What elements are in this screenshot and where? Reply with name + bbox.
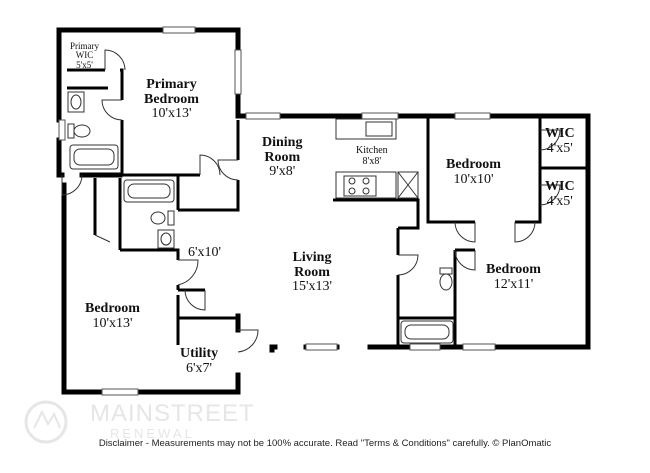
room-label-wic-2: WIC 4'x5' <box>545 179 575 209</box>
exterior-wall <box>61 182 241 395</box>
bathtub <box>73 148 115 166</box>
window <box>162 26 196 34</box>
exterior-wall <box>56 27 241 53</box>
watermark-name: MAINSTREET <box>90 400 255 427</box>
interior-wall <box>333 198 420 230</box>
room-label-bedroom-ne: Bedroom 10'x10' <box>446 157 501 187</box>
door-swing <box>199 154 221 176</box>
door-swing <box>539 129 561 151</box>
toilet-tank <box>167 210 175 226</box>
window <box>361 112 399 120</box>
room-label-wic-1: WIC 4'x5' <box>545 126 575 156</box>
toilet-tank <box>67 123 75 139</box>
toilet-bowl <box>73 124 91 138</box>
exterior-wall <box>235 91 591 253</box>
interior-wall <box>67 68 124 175</box>
counter <box>335 118 397 140</box>
room-label-bedroom-w: Bedroom 10'x13' <box>85 301 140 331</box>
interior-wall <box>515 116 588 224</box>
door-swing <box>177 259 199 286</box>
door-swing <box>217 159 239 181</box>
door-swing <box>454 221 476 243</box>
window <box>101 388 139 396</box>
window <box>234 49 242 95</box>
room-label-bedroom-se: Bedroom 12'x11' <box>486 262 541 292</box>
window <box>454 112 491 120</box>
door-swing <box>104 49 126 71</box>
bathtub <box>400 320 454 344</box>
room-label-hall: 6'x10' <box>188 245 222 260</box>
door-swing <box>237 329 259 353</box>
kitchen-sink <box>365 121 393 137</box>
sink-basin <box>160 232 172 246</box>
door-swing <box>397 254 419 276</box>
bathtub <box>123 179 175 203</box>
door-swing <box>539 184 561 206</box>
toilet-bowl <box>150 211 166 225</box>
exterior-wall <box>269 247 591 353</box>
interior-wall <box>122 173 200 210</box>
window <box>245 112 281 120</box>
refrigerator <box>397 171 419 199</box>
bathtub <box>69 144 119 170</box>
watermark-sub: RENEWAL <box>110 426 195 441</box>
sink <box>157 229 175 249</box>
interior-wall <box>453 248 475 347</box>
window <box>462 343 496 351</box>
toilet-tank <box>439 267 453 275</box>
bathtub <box>404 324 450 340</box>
toilet-bowl <box>439 273 453 291</box>
door-swing <box>454 249 476 271</box>
door-swing <box>94 234 111 243</box>
window <box>305 343 338 351</box>
interior-wall <box>176 288 238 345</box>
sink-basin <box>70 94 82 110</box>
door-swing <box>101 99 123 121</box>
bathtub <box>127 183 171 199</box>
room-label-kitchen: Kitchen 8'x8' <box>356 145 388 167</box>
door-swing <box>184 289 206 311</box>
room-label-utility: Utility 6'x7' <box>180 346 219 376</box>
interior-wall <box>120 248 180 290</box>
interior-wall <box>426 116 475 224</box>
window <box>58 119 66 141</box>
sink <box>67 91 85 113</box>
watermark-logo-icon <box>24 400 68 444</box>
interior-wall <box>93 178 122 250</box>
disclaimer-text: Disclaimer - Measurements may not be 100… <box>98 438 552 449</box>
counter <box>335 171 397 199</box>
door-swing <box>514 221 536 243</box>
interior-wall <box>178 120 240 212</box>
stove <box>343 175 377 197</box>
window <box>409 343 441 351</box>
door-swing <box>61 174 83 196</box>
